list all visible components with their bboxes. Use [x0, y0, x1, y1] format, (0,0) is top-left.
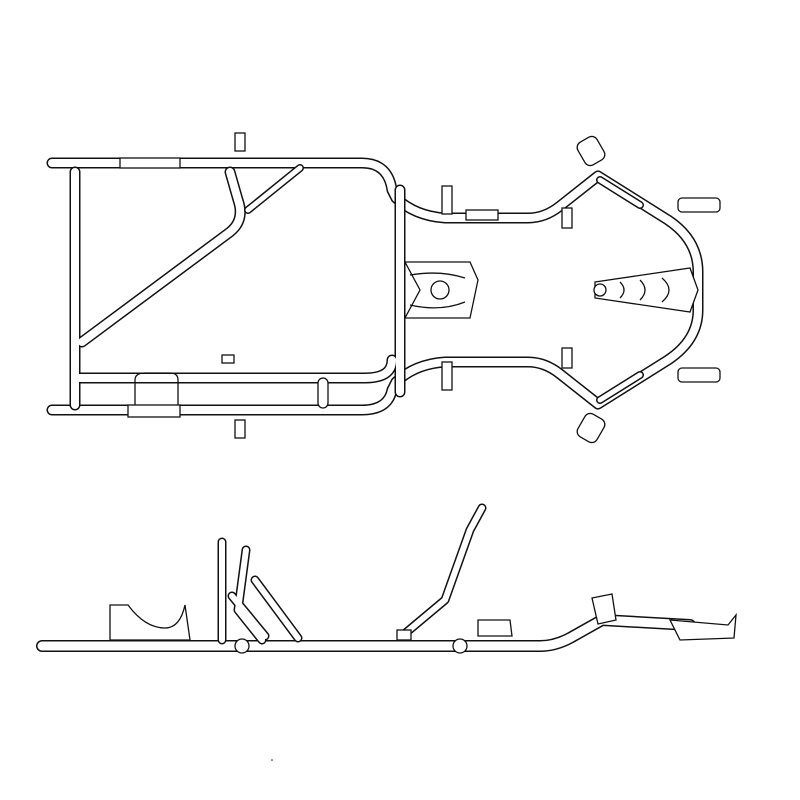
pedal-mount — [477, 619, 513, 637]
side-view — [36, 503, 737, 654]
bumper-brackets — [119, 132, 573, 439]
bracket — [127, 404, 181, 418]
side-frame-tubes — [36, 503, 696, 652]
bearing-hanger — [234, 419, 246, 439]
support — [441, 361, 453, 391]
bearing — [234, 638, 250, 654]
support — [561, 207, 573, 229]
support — [561, 347, 573, 369]
steering-column-plate — [593, 267, 699, 313]
seat-bracket — [109, 604, 191, 641]
top-view — [46, 132, 721, 444]
brake-lever — [221, 354, 235, 364]
front-bracket — [668, 612, 737, 641]
main-frame-tubes — [46, 157, 704, 416]
pedal-mount — [465, 209, 499, 221]
spindle-stubs — [576, 135, 721, 444]
support — [441, 185, 453, 215]
bracket-loop — [134, 372, 179, 405]
dot-mark — [271, 759, 273, 761]
tube-clamp — [317, 377, 329, 409]
bearing-hanger — [234, 132, 246, 152]
side-components — [109, 593, 737, 654]
seat-mount — [403, 261, 479, 319]
pedal-pivot — [396, 629, 412, 641]
bracket — [119, 157, 181, 169]
kingpin — [591, 593, 617, 625]
bearing — [452, 638, 468, 654]
